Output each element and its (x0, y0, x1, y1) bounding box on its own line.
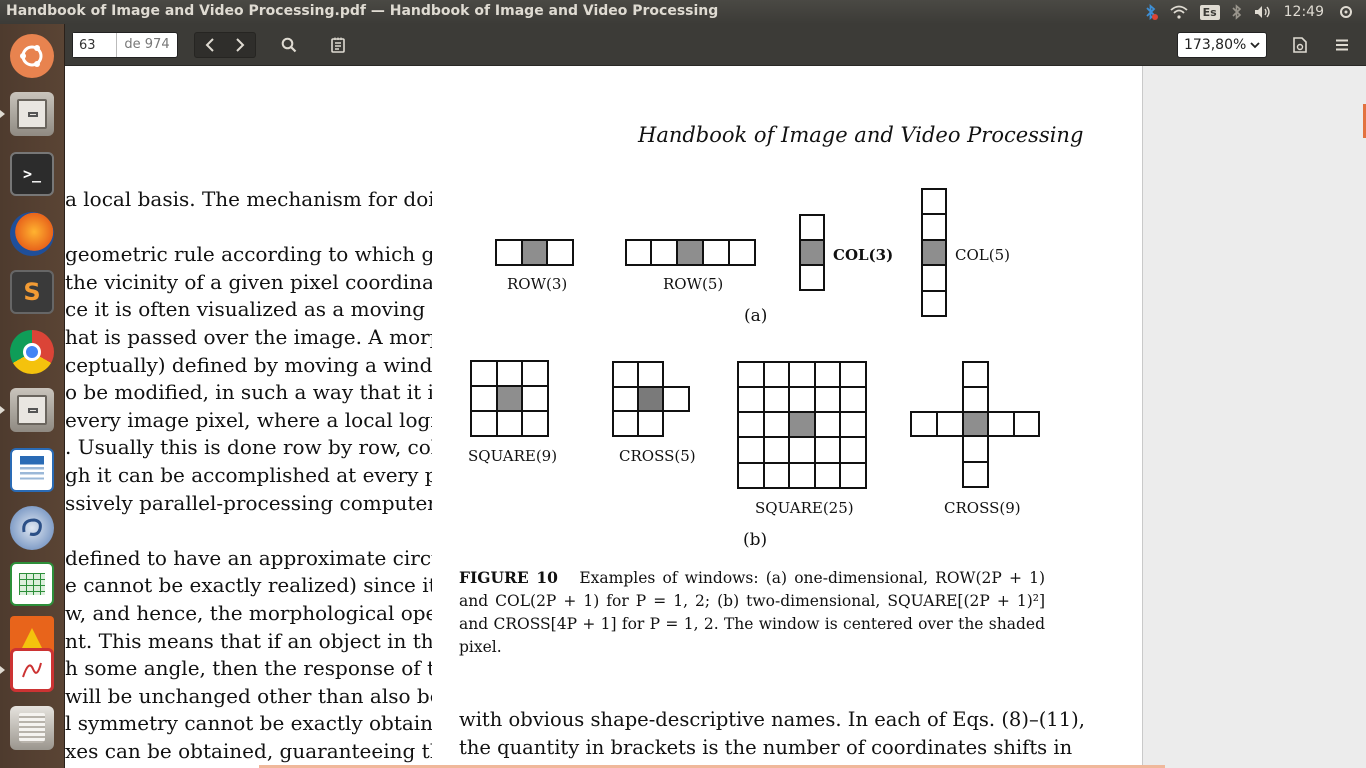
launcher-firefox-button[interactable] (6, 208, 58, 260)
document-writer-icon (10, 448, 54, 492)
launcher-files-button[interactable] (0, 88, 58, 140)
bluetooth-icon[interactable] (1232, 4, 1242, 20)
bluetooth-alert-icon[interactable] (1144, 4, 1158, 20)
sublime-text-icon: S (10, 270, 54, 314)
left-column-line: l symmetry cannot be exactly obtained, (65, 711, 432, 736)
caption-label: FIGURE 10 (459, 568, 558, 587)
label-col5: COL(5) (955, 246, 1010, 264)
left-column-line: . Usually this is done row by row, col- (65, 435, 432, 460)
launcher-terminal-button[interactable]: >_ (6, 148, 58, 200)
previous-page-button[interactable] (195, 33, 225, 57)
chevron-down-icon (1250, 41, 1260, 48)
left-column-line: will be unchanged other than also being (65, 683, 432, 708)
running-head: Handbook of Image and Video Processing (638, 123, 1084, 147)
label-row5: ROW(5) (663, 275, 724, 293)
page-total-label: de 974 (124, 37, 170, 52)
firefox-icon (10, 212, 54, 256)
keyboard-layout-indicator[interactable]: Es (1199, 4, 1220, 20)
left-column-line: w, and hence, the morphological oper- (65, 600, 432, 625)
vertical-scrollbar-thumb[interactable] (1363, 104, 1366, 138)
file-cabinet-icon (10, 388, 54, 432)
left-column-line: nt. This means that if an object in the (65, 628, 432, 653)
volume-icon[interactable] (1254, 5, 1272, 19)
annotations-button[interactable] (323, 32, 353, 58)
launcher-writer-button[interactable] (6, 444, 58, 496)
page-nav-group (194, 32, 256, 58)
launcher: >_ S (0, 24, 65, 768)
window-title: Handbook of Image and Video Processing.p… (6, 3, 719, 19)
hamburger-menu-icon (1336, 39, 1348, 51)
launcher-ubuntu-button[interactable] (6, 30, 58, 82)
notes-icon (331, 37, 345, 53)
left-column-line: ceptually) defined by moving a window (65, 352, 432, 377)
page-selector: de 974 (72, 32, 178, 58)
zoom-selector[interactable]: 173,80% (1177, 32, 1267, 58)
chevron-right-icon (236, 38, 245, 52)
power-gear-icon[interactable] (1338, 4, 1354, 20)
next-page-button[interactable] (225, 33, 255, 57)
document-properties-button[interactable] (1286, 32, 1314, 58)
left-column-line: xes can be obtained, guaranteeing that (65, 738, 432, 763)
left-column-line: gh it can be accomplished at every pixel (65, 462, 432, 487)
right-column-line-1: with obvious shape-descriptive names. In… (459, 708, 1085, 731)
trash-icon (10, 706, 54, 750)
search-icon (281, 37, 297, 53)
label-part-b: (b) (743, 530, 768, 550)
left-column-line: ssively parallel-processing computer is (65, 490, 432, 515)
pdf-page: Handbook of Image and Video Processing a… (65, 66, 1143, 768)
right-column-line-2: the quantity in brackets is the number o… (459, 736, 1073, 759)
left-column-line: a local basis. The mechanism for doing (65, 187, 432, 211)
file-cabinet-icon (10, 92, 54, 136)
launcher-sublime-button[interactable]: S (6, 266, 58, 318)
left-column-line: ce it is often visualized as a moving co… (65, 297, 432, 322)
figure-caption: FIGURE 10 Examples of windows: (a) one-d… (459, 566, 1045, 659)
find-button[interactable] (274, 32, 304, 58)
figure-10 (470, 188, 1040, 489)
label-part-a: (a) (744, 306, 768, 326)
left-column-line: hat is passed over the image. A morpho- (65, 324, 432, 349)
menu-button[interactable] (1328, 32, 1356, 58)
launcher-thunderbird-button[interactable] (6, 502, 58, 554)
top-panel: Handbook of Image and Video Processing.p… (0, 0, 1366, 24)
ubuntu-logo-icon (10, 34, 54, 78)
left-column-line: geometric rule according to which gray (65, 242, 432, 267)
label-col3: COL(3) (833, 246, 894, 264)
label-square9: SQUARE(9) (468, 447, 558, 465)
viewer-toolbar: de 974 173,80% (65, 24, 1366, 66)
page-number-input[interactable] (73, 33, 117, 57)
terminal-icon: >_ (10, 152, 54, 196)
square9-window (470, 360, 549, 437)
square25-window (737, 361, 867, 489)
horizontal-scrollbar-thumb[interactable] (259, 765, 1165, 768)
left-column-line: defined to have an approximate circu- (65, 545, 432, 570)
wifi-icon[interactable] (1169, 5, 1188, 19)
left-column-line: o be modified, in such a way that it is (65, 380, 432, 405)
label-square25: SQUARE(25) (755, 499, 854, 517)
document-icon (1293, 37, 1307, 53)
cross5-window (612, 361, 639, 437)
left-column-text: a local basis. The mechanism for doing ge… (65, 186, 432, 765)
launcher-document-viewer-button[interactable] (0, 644, 58, 696)
launcher-trash-button[interactable] (6, 702, 58, 754)
spreadsheet-icon (10, 562, 54, 606)
launcher-calc-button[interactable] (6, 558, 58, 610)
clock[interactable]: 12:49 (1283, 4, 1324, 20)
swirl-app-icon (10, 506, 54, 550)
indicator-area: Es 12:49 (1144, 0, 1366, 24)
label-cross9: CROSS(9) (944, 499, 1021, 517)
chevron-left-icon (205, 38, 214, 52)
launcher-files-2-button[interactable] (0, 384, 58, 436)
pdf-viewer-icon (10, 648, 54, 692)
label-row3: ROW(3) (507, 275, 568, 293)
document-viewport[interactable]: Handbook of Image and Video Processing a… (65, 66, 1366, 768)
label-cross5: CROSS(5) (619, 447, 696, 465)
left-column-line: h some angle, then the response of the (65, 656, 432, 681)
caption-text: Examples of windows: (a) one-dimensional… (459, 569, 1046, 656)
chrome-icon (10, 330, 54, 374)
launcher-chrome-button[interactable] (6, 326, 58, 378)
left-column-line: e cannot be exactly realized) since it i… (65, 573, 432, 598)
left-column-line: every image pixel, where a local logical (65, 407, 432, 432)
zoom-value: 173,80% (1184, 37, 1247, 53)
left-column-line: the vicinity of a given pixel coordinate… (65, 269, 432, 294)
